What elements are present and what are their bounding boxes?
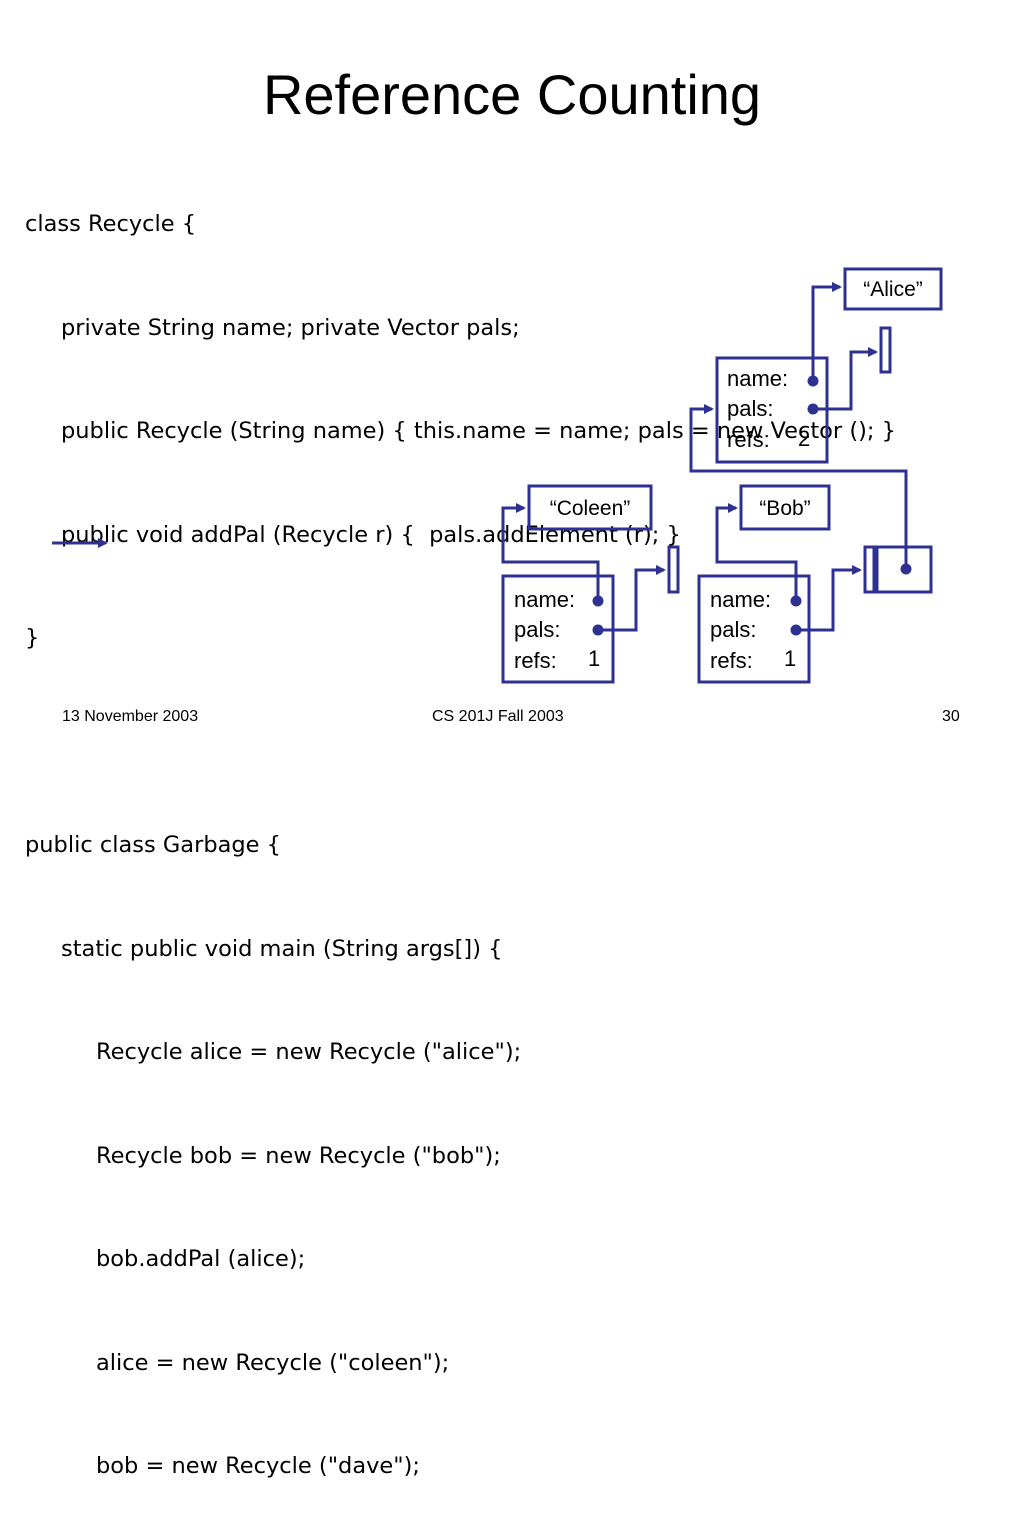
coleen-pals-dot <box>592 624 604 636</box>
code-line: public Recycle (String name) { this.name… <box>61 418 896 444</box>
alice-string-box <box>843 267 943 311</box>
coleen-pals-vector <box>667 545 680 594</box>
coleen-field-pals: pals: <box>514 617 560 642</box>
code-line: public void addPal (Recycle r) { pals.ad… <box>61 521 681 548</box>
bob-field-refs: refs: <box>710 648 753 673</box>
alice-field-pals: pals: <box>727 396 773 421</box>
code-line: public class Garbage { <box>25 832 281 858</box>
bob-refs-count: 1 <box>784 646 796 671</box>
bob-name-pointer <box>715 503 798 601</box>
alice-pals-dot <box>807 403 819 415</box>
slide-title: Reference Counting <box>262 63 762 126</box>
coleen-field-name: name: <box>514 587 575 612</box>
code-line: alice = new Recycle ("coleen"); <box>96 1349 450 1376</box>
code-line: private String name; private Vector pals… <box>61 314 520 341</box>
bob-field-name: name: <box>710 587 771 612</box>
coleen-field-refs: refs: <box>514 648 557 673</box>
bob-name-dot <box>790 595 802 607</box>
alice-refs-count: 2 <box>798 426 810 451</box>
alice-field-refs: refs: <box>727 427 770 452</box>
bob-pals-dot <box>790 624 802 636</box>
bob-string-label: “Bob” <box>759 497 810 520</box>
alice-field-name: name: <box>727 366 788 391</box>
bob-pals-vector <box>863 545 876 594</box>
coleen-string-box <box>527 484 653 531</box>
code-line: class Recycle { <box>25 211 197 237</box>
alice-name-dot <box>807 375 819 387</box>
coleen-name-pointer <box>501 503 600 601</box>
reference-diagram: “Alice” name: pals: refs: 2 “Coleen” nam… <box>52 267 943 684</box>
alice-pals-vector <box>879 326 892 374</box>
bob-pals-element-dot <box>900 563 912 575</box>
bob-pals-pointer <box>796 565 862 632</box>
coleen-name-dot <box>592 595 604 607</box>
code-line: } <box>25 625 40 651</box>
footer-page-number: 30 <box>942 708 960 725</box>
coleen-refs-count: 1 <box>588 646 600 671</box>
coleen-string-label: “Coleen” <box>550 497 631 520</box>
bob-pals-element-box <box>875 545 933 594</box>
footer-date: 13 November 2003 <box>62 708 199 725</box>
code-line: Recycle alice = new Recycle ("alice"); <box>96 1039 522 1065</box>
code-line: Recycle bob = new Recycle ("bob"); <box>96 1142 501 1169</box>
code-line: bob = new Recycle ("dave"); <box>96 1453 420 1479</box>
alice-pals-pointer <box>813 347 878 411</box>
alice-name-pointer <box>811 282 842 381</box>
alice-string-label: “Alice” <box>863 278 923 301</box>
coleen-pals-pointer <box>598 565 666 632</box>
bob-pals-element-pointer <box>689 404 908 569</box>
code-line: bob.addPal (alice); <box>96 1246 306 1272</box>
footer-course: CS 201J Fall 2003 <box>432 708 564 725</box>
code-line: static public void main (String args[]) … <box>61 935 503 962</box>
bob-field-pals: pals: <box>710 617 756 642</box>
bob-string-box <box>739 484 831 531</box>
